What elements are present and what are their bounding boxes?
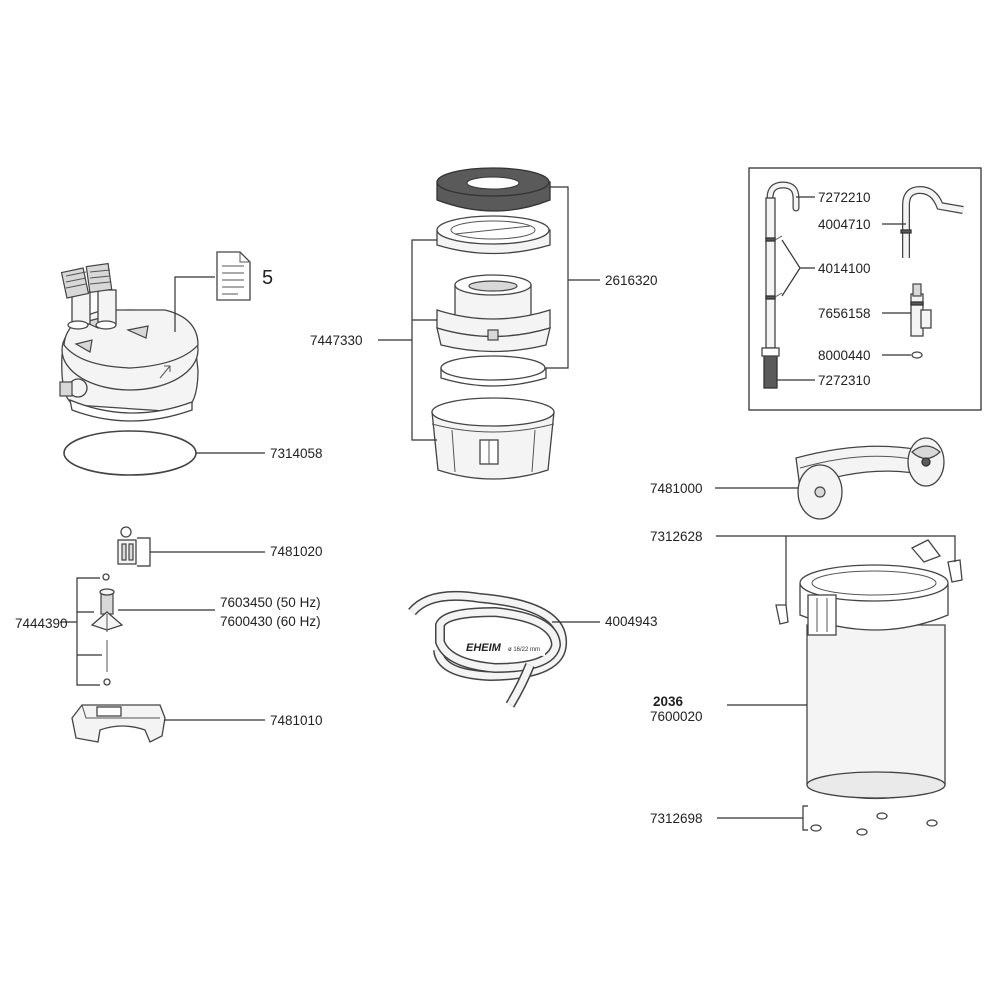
label-7314058: 7314058 <box>270 446 323 461</box>
label-4014100: 4014100 <box>818 261 871 276</box>
label-2616320: 2616320 <box>605 273 658 288</box>
label-7272210: 7272210 <box>818 190 871 205</box>
feet-part <box>810 812 938 836</box>
outlet-bend-part <box>900 185 964 258</box>
head-gasket-ring <box>63 430 197 476</box>
bottom-basket-part <box>431 397 555 480</box>
hose-brand-text: EHEIM <box>466 642 502 654</box>
filter-pad-part <box>440 355 547 387</box>
leader-7312698 <box>717 805 808 831</box>
doc-leader <box>174 276 215 332</box>
foam-ring-part <box>436 167 551 212</box>
filter-head-part <box>59 262 199 422</box>
valve-part <box>910 283 932 337</box>
hose-coil-part: EHEIM ø 16/22 mm <box>408 590 568 708</box>
label-7444390: 7444390 <box>15 616 68 631</box>
canister-part <box>775 539 963 800</box>
label-4004943: 4004943 <box>605 614 658 629</box>
label-8000440: 8000440 <box>818 348 871 363</box>
label-7600430: 7600430 (60 Hz) <box>220 614 321 629</box>
impeller-part <box>90 573 124 686</box>
document-icon <box>216 251 251 301</box>
label-7312628: 7312628 <box>650 529 703 544</box>
label-7603450: 7603450 (50 Hz) <box>220 595 321 610</box>
leader-7312628 <box>716 535 956 605</box>
label-7272310: 7272310 <box>818 373 871 388</box>
motor-bracket-part <box>71 704 166 743</box>
label-7481020: 7481020 <box>270 544 323 559</box>
label-7481010: 7481010 <box>270 713 323 728</box>
leader-7444390 <box>60 577 102 686</box>
label-7481000: 7481000 <box>650 481 703 496</box>
doc-number-label: 5 <box>262 267 273 289</box>
label-7447330: 7447330 <box>310 333 363 348</box>
basket-lid-part <box>436 215 551 255</box>
hose-set-box <box>748 167 982 411</box>
inlet-tube-part <box>765 181 800 349</box>
label-7656158: 7656158 <box>818 306 871 321</box>
handle-part <box>795 437 945 520</box>
label-7312698: 7312698 <box>650 811 703 826</box>
leader-2616320 <box>546 186 600 369</box>
impeller-cover-part <box>117 526 137 565</box>
sieve-basket-part <box>436 274 551 353</box>
label-4004710: 4004710 <box>818 217 871 232</box>
leader-4014100 <box>781 239 815 297</box>
o-ring-part <box>911 351 923 359</box>
leader-7447330 <box>378 239 437 441</box>
label-2036: 2036 <box>653 694 684 709</box>
strainer-part <box>761 347 780 389</box>
hose-size-text: ø 16/22 mm <box>508 647 540 653</box>
leader-7481020 <box>137 537 265 567</box>
label-7600020: 7600020 <box>650 709 703 724</box>
